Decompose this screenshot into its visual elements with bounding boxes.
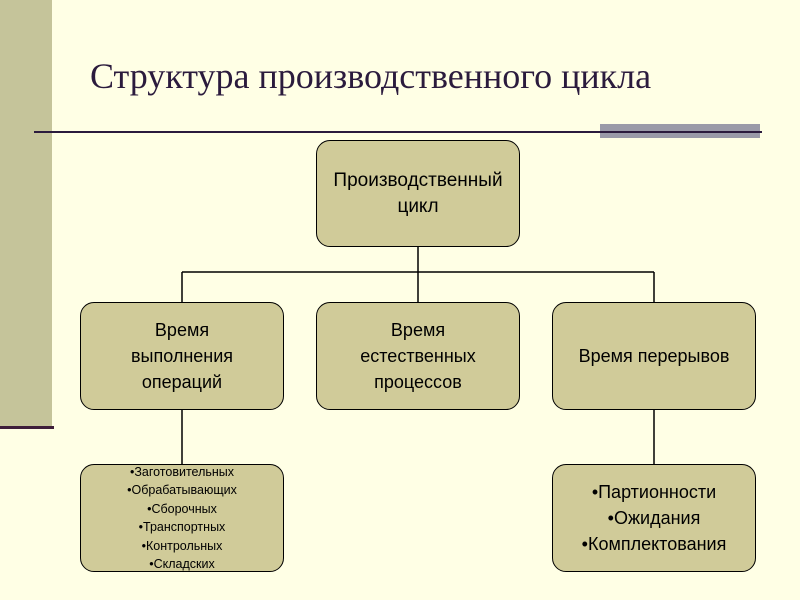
list-item: •Ожидания bbox=[607, 508, 701, 528]
branch-node-natural-processes: Время естественных процессов bbox=[316, 302, 520, 410]
branch-node-label: Время естественных процессов bbox=[360, 320, 476, 392]
list-item: •Партионности bbox=[591, 482, 717, 502]
list-item: •Складских bbox=[149, 557, 215, 571]
title-underline bbox=[34, 131, 762, 133]
branch-node-label: Время перерывов bbox=[578, 346, 730, 366]
left-sidebar-bar bbox=[0, 0, 52, 428]
list-item: •Комплектования bbox=[581, 534, 727, 554]
operations-list-node: •Заготовительных •Обрабатывающих •Сбороч… bbox=[80, 464, 284, 572]
slide-title: Структура производственного цикла bbox=[90, 56, 652, 96]
breaks-list-node: •Партионности •Ожидания •Комплектования bbox=[552, 464, 756, 572]
underline-accent-line bbox=[600, 131, 760, 133]
root-node: Производственный цикл bbox=[316, 140, 520, 247]
list-item: •Заготовительных bbox=[129, 464, 235, 479]
list-item: •Обрабатывающих bbox=[127, 483, 237, 497]
root-node-label: Производственный цикл bbox=[333, 169, 503, 217]
sidebar-divider bbox=[0, 426, 54, 429]
list-item: •Транспортных bbox=[138, 520, 226, 534]
list-item: •Сборочных bbox=[147, 501, 217, 516]
branch-node-breaks: Время перерывов bbox=[552, 302, 756, 410]
list-item: •Контрольных bbox=[141, 538, 223, 553]
branch-node-label: Время выполнения операций bbox=[130, 320, 234, 392]
branch-node-operations: Время выполнения операций bbox=[80, 302, 284, 410]
